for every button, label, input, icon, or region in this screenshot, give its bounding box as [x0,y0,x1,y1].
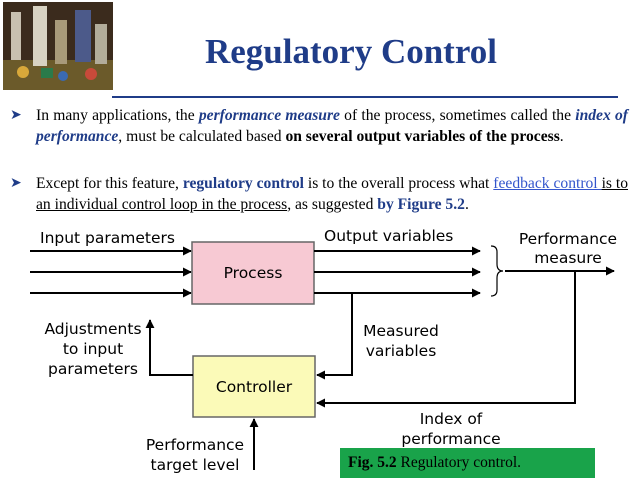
title-divider [112,96,618,98]
adjustments-label-1: Adjustments [44,320,141,338]
adjustments-label-2: to input [63,340,123,358]
performance-measure-label-1: Performance [519,230,617,248]
output-variables-emphasis: on several output variables of the proce… [285,128,560,145]
bullet-1: ➤ In many applications, the performance … [10,105,628,147]
adjustments-line [145,319,193,376]
output-brace [490,245,504,297]
measured-variables-label-2: variables [366,342,437,360]
feedback-control-link[interactable]: feedback control [493,175,602,192]
performance-target-label-1: Performance [146,436,244,454]
index-of-performance-label-1: Index of [420,410,483,428]
bullet-arrow-icon: ➤ [10,176,22,191]
adjustments-label-3: parameters [48,360,138,378]
bullet-1-text-7: . [559,128,564,145]
process-label: Process [224,264,283,282]
controller-label: Controller [216,378,293,396]
performance-measure-term: performance measure [198,107,340,124]
bullet-arrow-icon: ➤ [10,108,22,123]
bullet-1-text-1: In many applications, the [36,107,199,124]
caption-text: Regulatory control. [396,454,522,471]
bullet-1-text: In many applications, the performance me… [10,105,628,147]
bullet-2-text: Except for this feature, regulatory cont… [10,173,628,215]
bullet-2-text-8: . [464,196,469,213]
figure-caption: Fig. 5.2 Regulatory control. [340,448,595,478]
slide-title: Regulatory Control [205,32,497,71]
bullet-2-text-1: Except for this feature, [36,175,183,192]
input-parameters-label: Input parameters [40,229,175,247]
figure-reference: by Figure 5.2 [377,196,465,213]
bullet-2: ➤ Except for this feature, regulatory co… [10,173,628,215]
bullet-2-text-3: is to the overall process what [303,175,494,192]
process-box [191,241,315,305]
performance-target-label-2: target level [151,456,240,474]
bullet-1-text-3: of the process, sometimes called the [339,107,576,124]
index-feedback-line [316,271,576,408]
measured-variables-line [316,293,353,380]
output-variables-label: Output variables [324,227,453,245]
regulatory-control-diagram: Input parameters Output variables Perfor… [30,227,617,474]
index-of-performance-term: index of performance [36,107,628,145]
measured-variables-label-1: Measured [363,322,439,340]
bullet-2-text-5: is to an individual control loop in the … [36,175,629,213]
regulatory-control-term: regulatory control [182,175,304,192]
slide-photo [3,2,113,90]
bullet-1-text-5: , must be calculated based [118,128,286,145]
caption-label: Fig. 5.2 [348,454,397,471]
controller-box [192,355,316,418]
performance-measure-label-2: measure [534,249,602,267]
bullet-2-text-6: , as suggested [287,196,378,213]
index-of-performance-label-2: performance [401,430,500,448]
